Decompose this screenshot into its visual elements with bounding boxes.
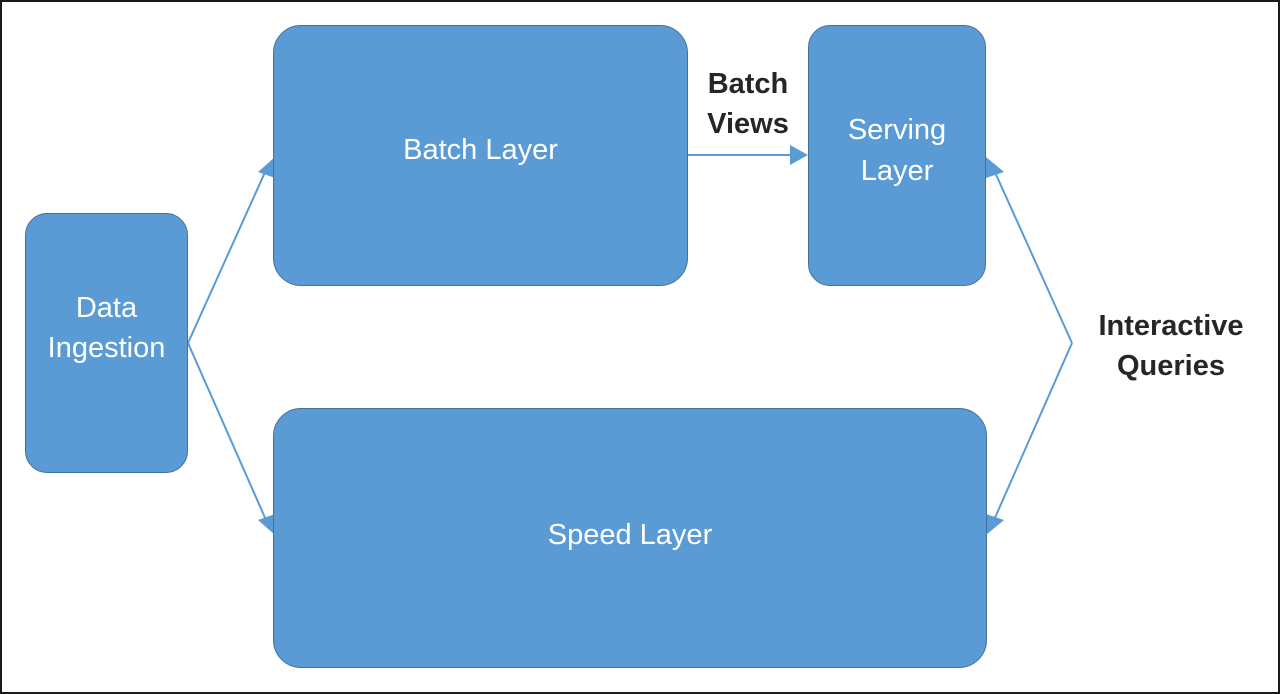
serving-layer-node: Serving Layer [808,25,986,286]
batch-layer-node: Batch Layer [273,25,688,286]
interactive-queries-label: Interactive Queries [1098,310,1244,383]
arrowhead-batch-layer [258,157,275,178]
data-ingestion-node: Data Ingestion [25,213,188,473]
arrowhead-speed-right [986,514,1004,535]
speed-layer-node: Speed Layer [273,408,987,668]
arrowhead-speed-layer [258,514,275,535]
arrowhead-serving-right [986,157,1004,178]
connector-ingestion-to-speed [187,342,267,521]
batch-views-label: Batch Views [707,68,789,141]
arrowhead-serving-layer [790,145,808,165]
connector-ingestion-to-batch [187,169,267,344]
connector-queries-to-serving [993,169,1073,344]
connector-queries-to-speed [993,342,1073,521]
